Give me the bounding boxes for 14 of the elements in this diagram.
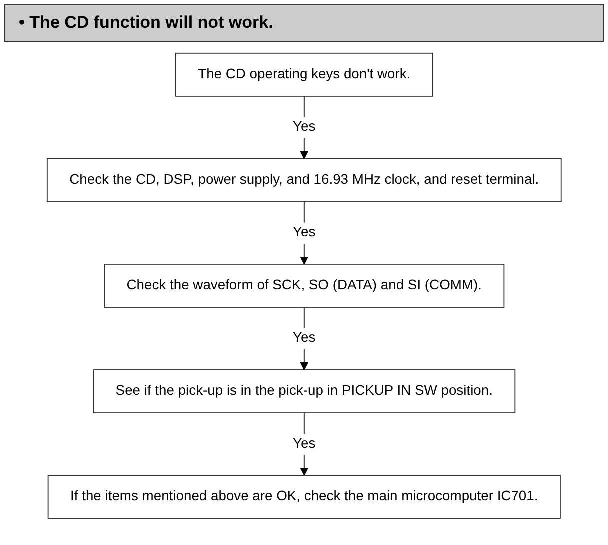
node-box: If the items mentioned above are OK, check the main microcomputer IC701.: [47, 475, 561, 520]
edge-label: Yes: [292, 119, 316, 135]
node-box: The CD operating keys don't work.: [175, 52, 433, 97]
edge-label: Yes: [292, 330, 316, 346]
node-box: Check the CD, DSP, power supply, and 16.93 MHz clock, and reset terminal.: [46, 158, 562, 202]
title-bar: • The CD function will not work.: [4, 4, 604, 42]
arrow: [300, 96, 308, 160]
arrow: [300, 412, 308, 476]
arrow: [300, 307, 308, 370]
node-box: Check the waveform of SCK, SO (DATA) and SI (COMM).: [104, 264, 504, 308]
edge-label: Yes: [292, 436, 316, 452]
edge-label: Yes: [292, 224, 316, 240]
node-box: See if the pick-up is in the pick-up in PICKUP IN SW position.: [92, 370, 516, 414]
arrow: [300, 202, 308, 265]
